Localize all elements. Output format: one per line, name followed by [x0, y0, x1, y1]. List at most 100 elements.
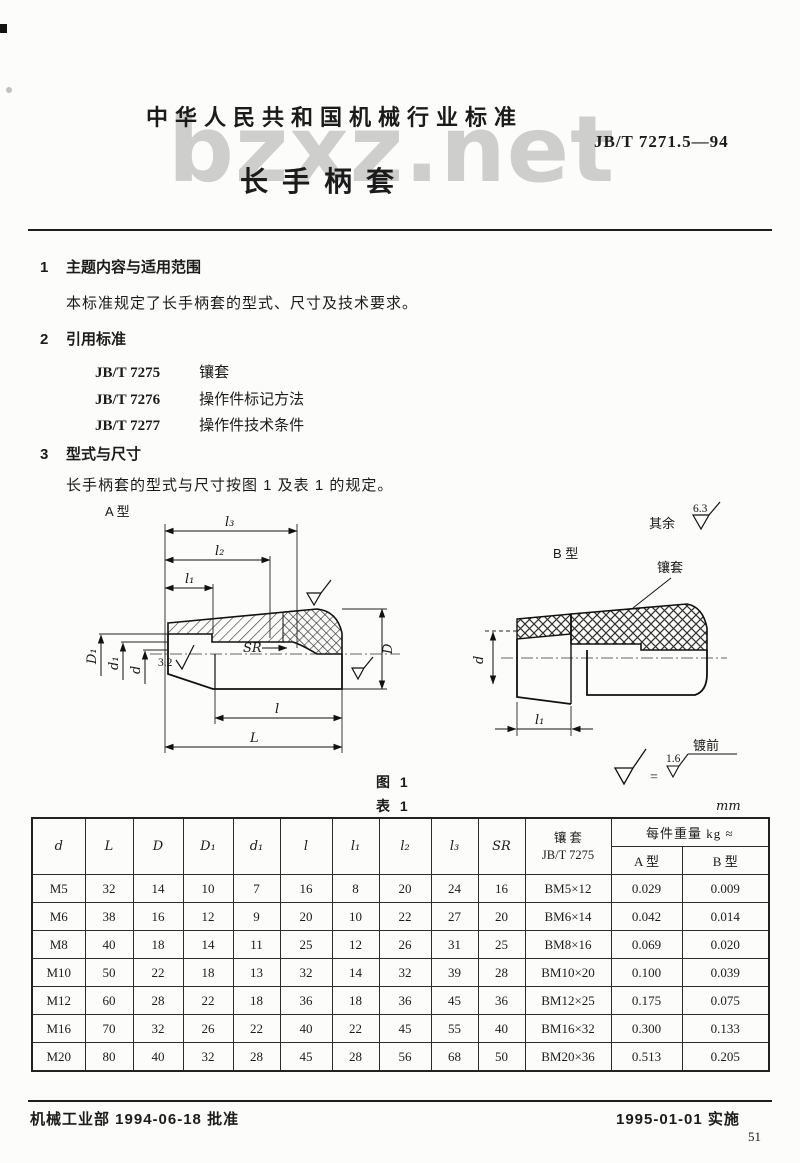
table-cell: 28 [331, 1042, 380, 1072]
table-cell: M10 [31, 958, 86, 987]
table-cell: 27 [430, 902, 479, 931]
col-header-l1: l₁ [331, 817, 380, 875]
section-number: 3 [40, 446, 49, 463]
type-b-drawing: B 型 其余 6.3 镶套 d l₁ = [472, 501, 737, 786]
dim-d: d [129, 666, 144, 674]
table-cell: 0.513 [610, 1042, 683, 1072]
table-cell: 20 [477, 902, 526, 931]
ref-name: 操作件标记方法 [199, 391, 305, 408]
table-cell: 38 [84, 902, 134, 931]
scan-artifact-mark [0, 24, 7, 33]
table-cell: 26 [182, 1014, 234, 1043]
table-cell: 0.009 [681, 874, 770, 903]
table-cell: 45 [279, 1042, 333, 1072]
ref-code: JB/T 7277 [95, 418, 161, 434]
implementation-note: 1995-01-01 实施 [616, 1111, 740, 1128]
dim-SR: SR [243, 641, 262, 656]
table-cell: 11 [232, 930, 281, 959]
table-cell: 9 [232, 902, 281, 931]
table-cell: 0.075 [681, 986, 770, 1015]
table-cell: M6 [31, 902, 86, 931]
table-cell: 18 [132, 930, 184, 959]
table-cell: 31 [430, 930, 479, 959]
table-cell: 10 [182, 874, 234, 903]
table-cell: 32 [378, 958, 432, 987]
table-cell: 68 [430, 1042, 479, 1072]
table-cell: 0.100 [610, 958, 683, 987]
table-cell: 0.042 [610, 902, 683, 931]
col-header-l3: l₃ [430, 817, 479, 875]
col-header-D: D [132, 817, 184, 875]
sleeve-header-line1: 镶 套 [553, 830, 583, 845]
table-cell: 20 [378, 874, 432, 903]
table-cell: 70 [84, 1014, 134, 1043]
col-header-type-a: A 型 [610, 846, 683, 875]
section-3-body: 长手柄套的型式与尺寸按图 1 及表 1 的规定。 [66, 477, 394, 494]
dim-d1: d₁ [107, 656, 122, 670]
table-cell: 0.039 [681, 958, 770, 987]
insert-label: 镶套 [657, 560, 683, 575]
table-cell: 50 [84, 958, 134, 987]
table-cell: 32 [279, 958, 333, 987]
table-cell: 16 [132, 902, 184, 931]
section-1-body: 本标准规定了长手柄套的型式、尺寸及技术要求。 [66, 295, 419, 312]
section-heading-text: 引用标准 [66, 331, 127, 348]
dim-D1: D₁ [85, 648, 100, 665]
dimension-table: d L D D₁ d₁ l l₁ l₂ l₃ SR 镶 套 JB/T 7275 … [31, 817, 771, 1072]
table-cell: 28 [477, 958, 526, 987]
finish-triangle-icon [613, 748, 647, 786]
section-2-heading: 2 引用标准 [40, 328, 126, 349]
table-cell: 55 [430, 1014, 479, 1043]
table-cell: BM6×14 [524, 902, 612, 931]
roughness-check-icon [175, 644, 195, 671]
collar-outline [516, 639, 572, 705]
body-outline [586, 650, 708, 696]
unit-label: mm [716, 799, 741, 814]
table-cell: BM8×16 [524, 930, 612, 959]
section-number: 1 [40, 259, 49, 276]
table-cell: 32 [132, 1014, 184, 1043]
type-a-drawing: A 型 [85, 504, 400, 753]
col-header-type-b: B 型 [681, 846, 770, 875]
org-label: 中华人民共和国机械行业标准 [146, 105, 524, 130]
table-cell: 14 [132, 874, 184, 903]
table-cell: 28 [132, 986, 184, 1015]
section-heading-text: 型式与尺寸 [66, 446, 142, 463]
table-cell: 56 [378, 1042, 432, 1072]
table-cell: 36 [378, 986, 432, 1015]
finish-triangle-icon [350, 656, 374, 681]
table-cell: M12 [31, 986, 86, 1015]
col-header-L: L [84, 817, 134, 875]
table-cell: 40 [132, 1042, 184, 1072]
section-number: 2 [40, 331, 49, 348]
approval-note: 机械工业部 1994-06-18 批准 [30, 1111, 240, 1128]
section-3-heading: 3 型式与尺寸 [40, 443, 141, 464]
figure-caption: 图 1 [376, 774, 411, 790]
table-cell: 40 [84, 930, 134, 959]
plating-roughness-value: 1.6 [666, 753, 681, 765]
table-cell: 36 [279, 986, 333, 1015]
table-cell: M16 [31, 1014, 86, 1043]
header-rule [28, 229, 772, 231]
table-cell: 0.020 [681, 930, 770, 959]
finish-triangle-icon [666, 753, 689, 779]
table-cell: 32 [84, 874, 134, 903]
table-cell: 45 [430, 986, 479, 1015]
table-cell: 18 [232, 986, 281, 1015]
table-cell: BM16×32 [524, 1014, 612, 1043]
table-cell: 60 [84, 986, 134, 1015]
extension-lines [516, 702, 572, 736]
table-cell: 36 [477, 986, 526, 1015]
table-cell: 22 [331, 1014, 380, 1043]
leader-line [632, 577, 672, 609]
table-cell: 14 [331, 958, 380, 987]
plating-label: 镀前 [693, 738, 719, 753]
table-cell: 80 [84, 1042, 134, 1072]
table-cell: 0.133 [681, 1014, 770, 1043]
